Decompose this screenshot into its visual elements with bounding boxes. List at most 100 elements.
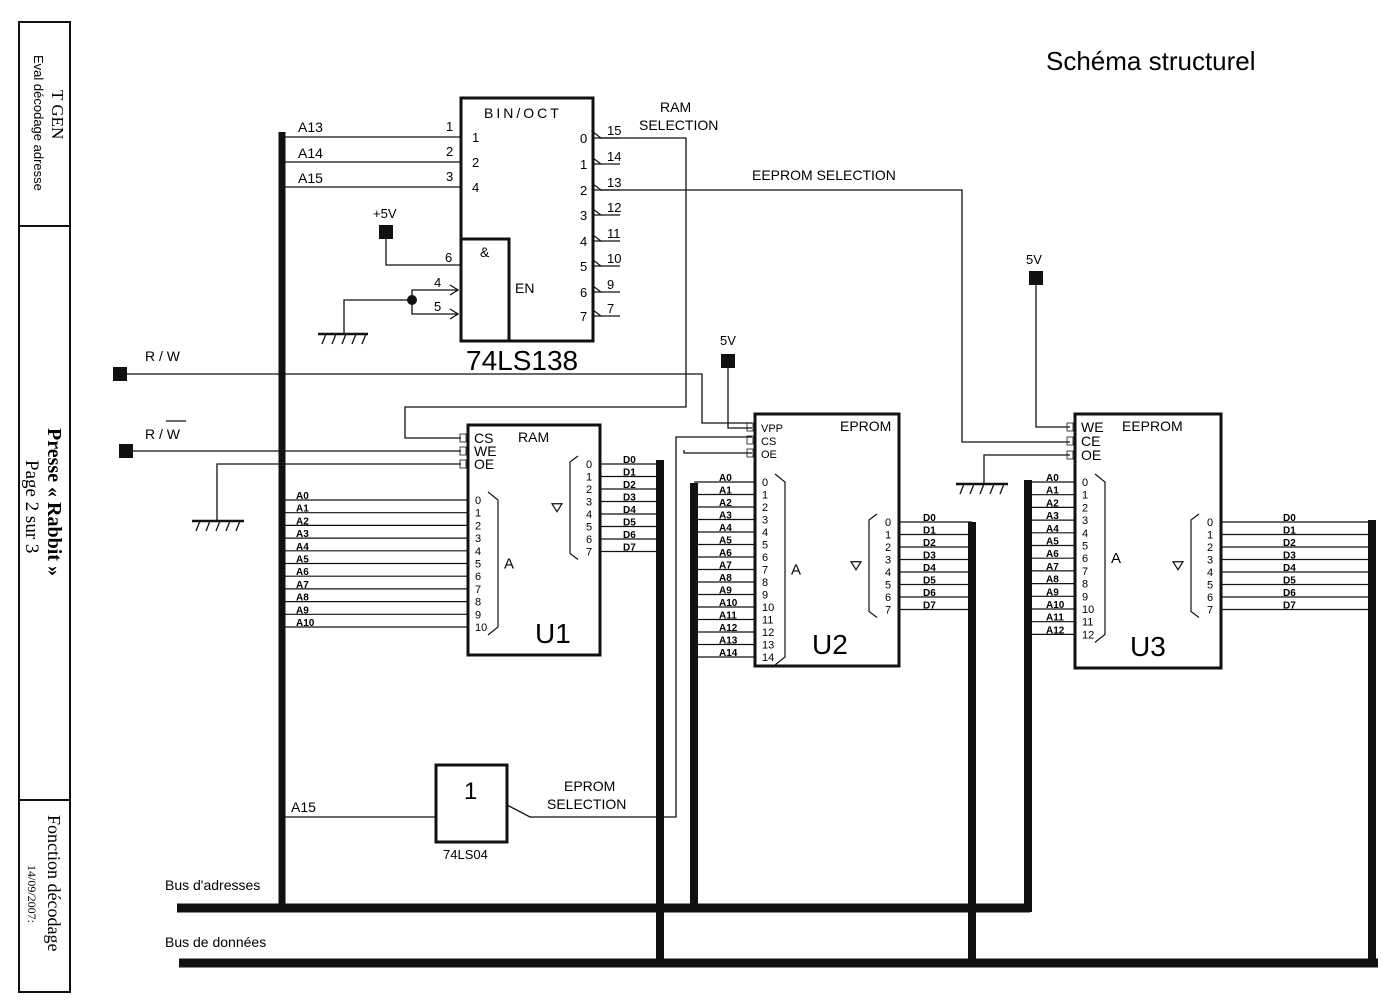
address-bracket — [487, 491, 499, 636]
chip-name-label: U2 — [812, 629, 848, 660]
address-pin-index: 1 — [475, 508, 481, 520]
address-pin-label: A8 — [719, 573, 732, 584]
data-bus-label: Bus de données — [165, 934, 266, 950]
data-pin-label: D1 — [623, 468, 636, 479]
data-pin-index: 5 — [1207, 580, 1213, 592]
address-pin-index: 9 — [1082, 591, 1088, 603]
data-pin-label: D7 — [1283, 601, 1296, 612]
chip-control-pin — [1066, 436, 1074, 446]
address-pin-index: 5 — [762, 540, 768, 552]
data-pin-label: D5 — [1283, 576, 1296, 587]
data-pin-label: D0 — [623, 455, 636, 466]
data-pin-label: D3 — [623, 493, 636, 504]
enable-pin-5: 5 — [434, 299, 441, 314]
address-group-label: A — [504, 556, 514, 573]
address-pin-label: A3 — [1046, 511, 1059, 522]
decoder-en-label: EN — [515, 280, 534, 296]
address-pin-label: A4 — [719, 523, 732, 534]
data-pin-index: 4 — [1207, 567, 1213, 579]
decoder-output-index: 6 — [580, 285, 587, 300]
data-bracket — [868, 513, 878, 618]
chip-body — [1073, 412, 1223, 670]
address-pin-index: 5 — [475, 559, 481, 571]
chip-control-label: OE — [1081, 447, 1101, 463]
eeprom-selection-label: EEPROM SELECTION — [752, 167, 896, 183]
data-pin-index: 0 — [586, 459, 592, 471]
data-pin-index: 0 — [885, 517, 891, 529]
eprom-selection-label-1: EPROM — [564, 778, 615, 794]
address-pin-index: 8 — [475, 597, 481, 609]
decoder-addr-a15: A15 — [298, 170, 323, 186]
vcc-terminal-u3 — [1029, 271, 1043, 285]
decoder-output-pin: 12 — [607, 200, 621, 215]
data-pin-index: 6 — [586, 534, 592, 546]
data-pin-index: 0 — [1207, 517, 1213, 529]
chip-control-label: CS — [761, 436, 776, 448]
address-pin-label: A1 — [1046, 486, 1059, 497]
address-pin-label: A9 — [296, 605, 309, 616]
subject-label: Eval décodage adresse — [31, 55, 46, 191]
page-title: Schéma structurel — [1046, 46, 1256, 76]
data-pin-index: 5 — [885, 580, 891, 592]
address-pin-index: 10 — [475, 622, 487, 634]
data-pin-label: D3 — [1283, 551, 1296, 562]
rw-label-2: R / W — [145, 426, 181, 442]
address-pin-index: 1 — [1082, 490, 1088, 502]
address-pin-label: A13 — [719, 636, 738, 647]
eprom-selection-wires — [282, 436, 752, 818]
address-pin-index: 2 — [1082, 502, 1088, 514]
address-pin-label: A9 — [1046, 587, 1059, 598]
data-pin-index: 7 — [586, 547, 592, 559]
address-pin-index: 6 — [475, 571, 481, 583]
address-pin-label: A2 — [1046, 498, 1059, 509]
decoder-input-weight: 4 — [472, 180, 479, 195]
chip-control-pin — [1066, 450, 1074, 460]
data-pin-index: 6 — [885, 592, 891, 604]
eprom-selection-label-2: SELECTION — [547, 796, 626, 812]
vcc-label-u2: 5V — [720, 333, 736, 348]
eeprom-selection-wire — [600, 189, 1070, 443]
decoder-input-weight: 2 — [472, 155, 479, 170]
date-label: 14/09/2007: — [25, 865, 39, 923]
data-pin-label: D0 — [923, 513, 936, 524]
address-pin-label: A6 — [296, 567, 309, 578]
address-pin-label: A9 — [719, 586, 732, 597]
data-pin-label: D4 — [623, 505, 636, 516]
data-pin-label: D1 — [1283, 526, 1296, 537]
address-bus-label: Bus d'adresses — [165, 877, 260, 893]
address-pin-label: A8 — [1046, 575, 1059, 586]
address-pin-label: A5 — [296, 555, 309, 566]
data-pin-label: D4 — [1283, 563, 1296, 574]
chip-control-label: CE — [1081, 433, 1100, 449]
inverter-input-label: A15 — [291, 799, 316, 815]
rw-wires — [127, 373, 752, 532]
address-pin-index: 1 — [762, 490, 768, 502]
address-pin-label: A0 — [296, 491, 309, 502]
chip-name-label: U1 — [535, 618, 571, 649]
vcc-terminal-decoder — [379, 225, 393, 239]
address-pin-label: A2 — [719, 498, 732, 509]
address-pin-index: 10 — [762, 602, 774, 614]
address-group-label: A — [791, 562, 801, 579]
address-pin-label: A7 — [1046, 562, 1059, 573]
vcc-label-u3: 5V — [1026, 252, 1042, 267]
address-pin-index: 10 — [1082, 604, 1094, 616]
title-block — [18, 21, 71, 993]
address-pin-index: 8 — [762, 577, 768, 589]
address-pin-index: 11 — [1082, 617, 1093, 629]
u3-control-wires — [956, 285, 1070, 495]
ram-selection-label-1: RAM — [660, 99, 691, 115]
data-pin-index: 3 — [586, 497, 592, 509]
decoder-output-index: 7 — [580, 309, 587, 324]
data-pin-label: D6 — [1283, 588, 1296, 599]
decoder-input-pin: 2 — [446, 144, 453, 159]
decoder-output-index: 1 — [580, 157, 587, 172]
data-bracket — [569, 455, 579, 560]
course-label: T GEN — [48, 90, 67, 139]
address-pin-label: A12 — [719, 623, 738, 634]
data-pin-label: D6 — [923, 588, 936, 599]
address-pin-label: A11 — [1046, 613, 1064, 624]
